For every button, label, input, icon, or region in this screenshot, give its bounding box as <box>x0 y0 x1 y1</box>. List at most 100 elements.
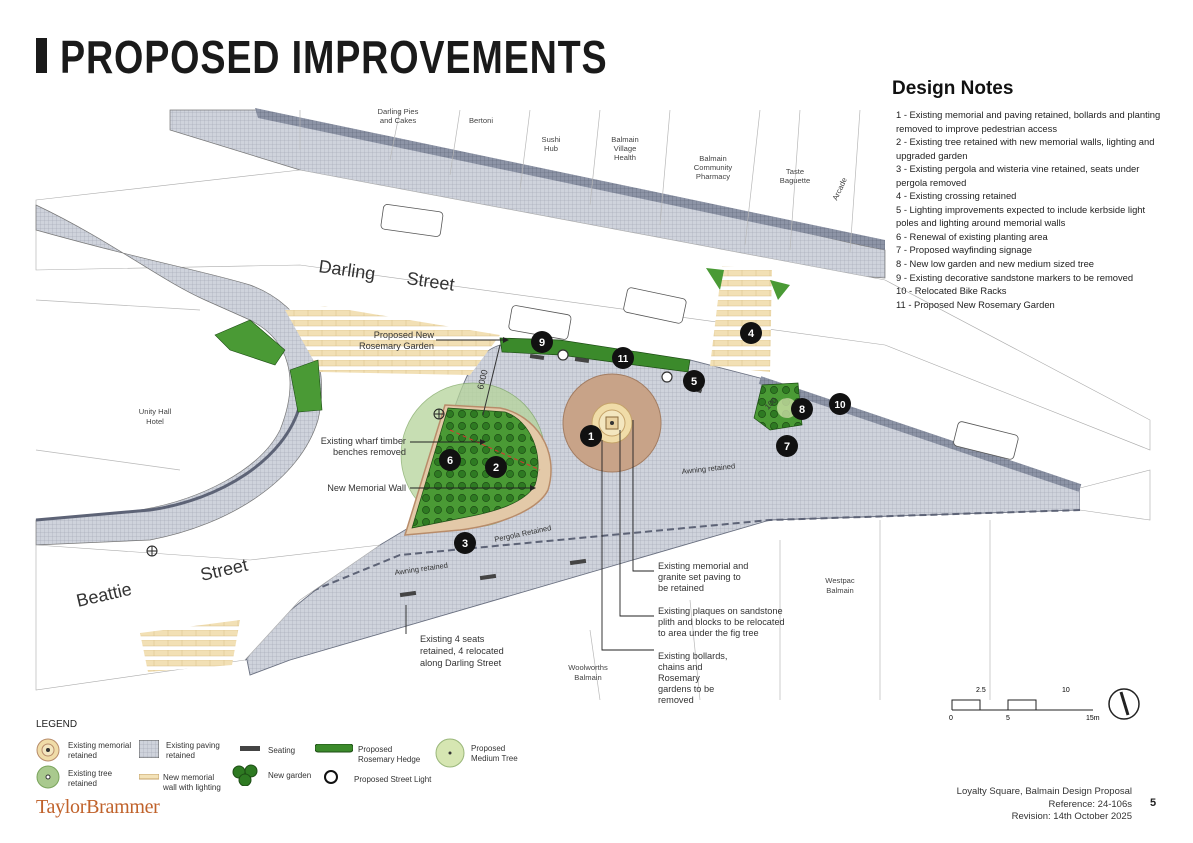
place-woolworths: Woolworths <box>568 663 608 672</box>
garden-north-b <box>770 280 790 300</box>
svg-text:11: 11 <box>618 354 629 365</box>
note-rosemary-1: Proposed New <box>374 330 435 340</box>
place-sushi-hub: Sushi <box>542 135 561 144</box>
legend-street-light: Proposed Street Light <box>354 775 432 784</box>
crossing-beattie <box>140 620 240 672</box>
marker-10: 10 <box>829 393 851 415</box>
svg-text:Community: Community <box>694 163 733 172</box>
darling-street-road <box>35 169 1151 451</box>
svg-text:2.5: 2.5 <box>976 687 986 694</box>
note-bollards-4: gardens to be <box>658 684 714 694</box>
tree-retained-icon <box>36 765 60 789</box>
seating-icon <box>240 746 260 751</box>
note-bollards-2: chains and <box>658 662 702 672</box>
marker-4: 4 <box>740 322 762 344</box>
title-bar <box>36 38 47 73</box>
place-bertoni: Bertoni <box>469 116 493 125</box>
svg-text:10: 10 <box>834 400 846 411</box>
map-markers: 1 2 3 4 5 6 7 8 9 10 11 <box>439 322 851 554</box>
crossing-darling <box>285 306 500 375</box>
paving-retained-icon <box>139 740 159 758</box>
note-benches-1: Existing wharf timber <box>321 436 406 446</box>
note-seats-1: Existing 4 seats <box>420 634 485 644</box>
garden-west-a <box>214 319 286 366</box>
footer-info: Loyalty Square, Balmain Design Proposal … <box>957 786 1132 824</box>
design-note: 3 - Existing pergola and wisteria vine r… <box>896 163 1140 188</box>
design-note: 1 - Existing memorial and paving retaine… <box>896 109 1161 134</box>
svg-text:2: 2 <box>493 462 499 474</box>
marker-9: 9 <box>531 331 553 353</box>
new-garden <box>411 407 539 529</box>
svg-text:Balmain: Balmain <box>574 673 601 682</box>
svg-text:5: 5 <box>1006 715 1010 722</box>
marker-3: 3 <box>454 532 476 554</box>
rosemary-hedge-icon <box>315 744 353 753</box>
legend-new-garden: New garden <box>268 771 312 780</box>
svg-text:Balmain: Balmain <box>826 586 853 595</box>
marker-5: 5 <box>683 370 705 392</box>
footer-project: Loyalty Square, Balmain Design Proposal <box>956 786 1132 797</box>
note-paving-1: Existing memorial and <box>658 561 748 571</box>
dimension-6000: 6000 <box>475 369 490 391</box>
svg-text:Village: Village <box>614 144 637 153</box>
svg-text:8: 8 <box>799 404 805 416</box>
garden-west-b <box>289 359 323 413</box>
place-darling-pies: Darling Pies <box>378 107 419 116</box>
note-paving-2: granite set paving to <box>658 572 741 582</box>
scale-bar: 2.5 10 0 5 15m <box>949 687 1100 722</box>
note-paving-3: be retained <box>658 583 704 593</box>
design-note: 8 - New low garden and new medium sized … <box>896 258 1095 270</box>
svg-text:10: 10 <box>1062 687 1070 694</box>
note-seats-3: along Darling Street <box>420 658 502 668</box>
svg-text:7: 7 <box>784 441 790 453</box>
note-memorial-wall: New Memorial Wall <box>327 483 406 493</box>
footer-reference: Reference: 24-106s <box>1048 798 1132 810</box>
legend-seating: Seating <box>268 746 296 755</box>
taylorbrammer-logo: TaylorBrammer <box>36 796 160 818</box>
svg-text:0: 0 <box>949 715 953 722</box>
map-base <box>35 108 1151 701</box>
marker-7: 7 <box>776 435 798 457</box>
svg-text:9: 9 <box>539 337 545 349</box>
svg-text:Baguette: Baguette <box>780 176 810 185</box>
note-rosemary-2: Rosemary Garden <box>359 341 434 351</box>
design-note: 10 - Relocated Bike Racks <box>896 285 1007 297</box>
compass-symbol <box>146 408 445 557</box>
svg-text:and Cakes: and Cakes <box>380 116 417 125</box>
svg-text:Hub: Hub <box>544 144 558 153</box>
street-lights <box>557 349 673 383</box>
design-note: 11 - Proposed New Rosemary Garden <box>896 298 1055 310</box>
svg-text:4: 4 <box>748 328 755 340</box>
place-westpac: Westpac <box>825 576 855 585</box>
beattie-street-road <box>35 544 381 691</box>
note-bollards-5: removed <box>658 695 694 705</box>
footer-revision: Revision: 14th October 2025 <box>1011 811 1132 822</box>
design-notes-heading: Design Notes <box>892 78 1014 99</box>
note-plaques-1: Existing plaques on sandstone <box>658 606 783 616</box>
svg-text:3: 3 <box>462 538 468 550</box>
memorial-wall-icon <box>139 774 159 780</box>
design-note: 4 - Existing crossing retained <box>896 190 1017 202</box>
marker-1: 1 <box>580 425 602 447</box>
street-light-icon <box>324 770 338 784</box>
north-arrow-icon <box>1108 688 1140 720</box>
design-note: 2 - Existing tree retained with new memo… <box>896 136 1155 161</box>
svg-text:Health: Health <box>614 153 636 162</box>
place-taste-baguette: Taste <box>786 167 804 176</box>
design-note: 6 - Renewal of existing planting area <box>896 230 1048 242</box>
svg-text:Pharmacy: Pharmacy <box>696 172 730 181</box>
note-plaques-2: plith and blocks to be relocated <box>658 617 785 627</box>
svg-text:1: 1 <box>588 431 594 443</box>
garden-north-a <box>706 268 724 290</box>
note-bollards-1: Existing bollards, <box>658 651 727 661</box>
page-number: 5 <box>1150 797 1157 809</box>
marker-11: 11 <box>612 347 634 369</box>
note-bollards-3: Rosemary <box>658 673 700 683</box>
